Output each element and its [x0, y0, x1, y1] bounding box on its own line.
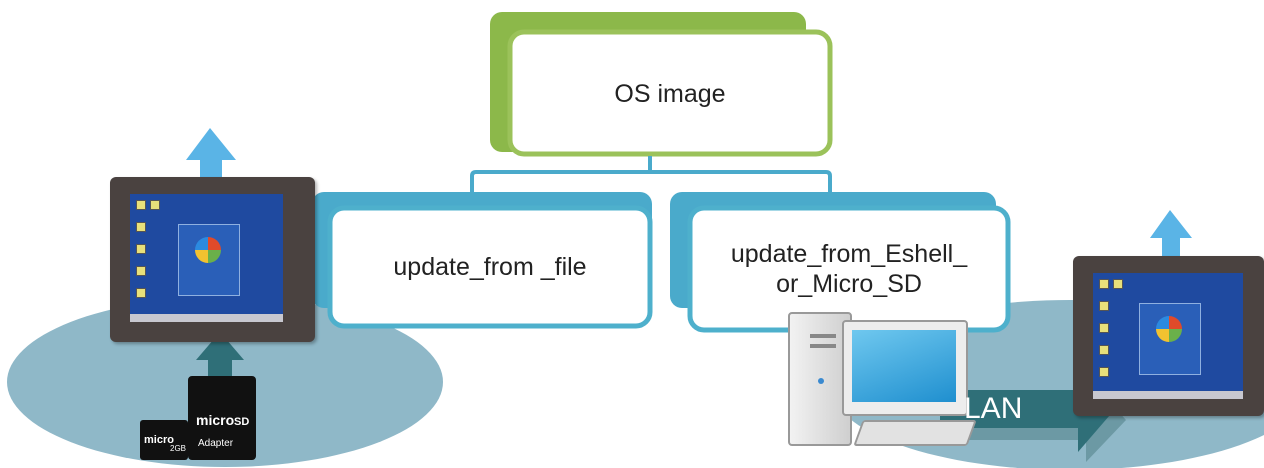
- adapter-micro-label: micro: [196, 412, 235, 428]
- sd-adapter-card: micro SD Adapter: [188, 376, 256, 460]
- right-upload-arrow: [1150, 210, 1192, 260]
- left-os-logo-icon: [195, 237, 221, 263]
- microsd-small-label: micro: [144, 434, 174, 446]
- right-os-logo-icon: [1156, 316, 1182, 342]
- pc-monitor-screen: [852, 330, 956, 402]
- microsd-card: micro 2GB: [140, 420, 188, 460]
- pc-monitor: [842, 320, 968, 416]
- adapter-label: Adapter: [198, 438, 234, 449]
- right-os-splash: [1139, 303, 1201, 375]
- adapter-sd-label: SD: [234, 416, 250, 428]
- right-touch-panel-device: [1073, 256, 1264, 416]
- right-device-screen: [1093, 273, 1243, 399]
- pc-tower: [788, 312, 852, 446]
- right-child-node-label: update_from_Eshell_ or_Micro_SD: [730, 240, 968, 298]
- left-upload-arrow: [186, 128, 236, 196]
- pc-keyboard: [853, 420, 977, 446]
- microsd-capacity-label: 2GB: [170, 444, 187, 453]
- lan-label: LAN: [964, 392, 1023, 425]
- lan-arrow: [940, 364, 1126, 462]
- left-device-screen: [130, 194, 283, 322]
- left-os-splash: [178, 224, 240, 296]
- left-touch-panel-device: [110, 177, 315, 342]
- left-child-box-front: [327, 205, 653, 329]
- root-box-front: [507, 29, 833, 157]
- connector-lines: [470, 156, 832, 192]
- root-node-label: OS image: [614, 80, 726, 108]
- left-child-node-label: update_from _file: [393, 253, 587, 281]
